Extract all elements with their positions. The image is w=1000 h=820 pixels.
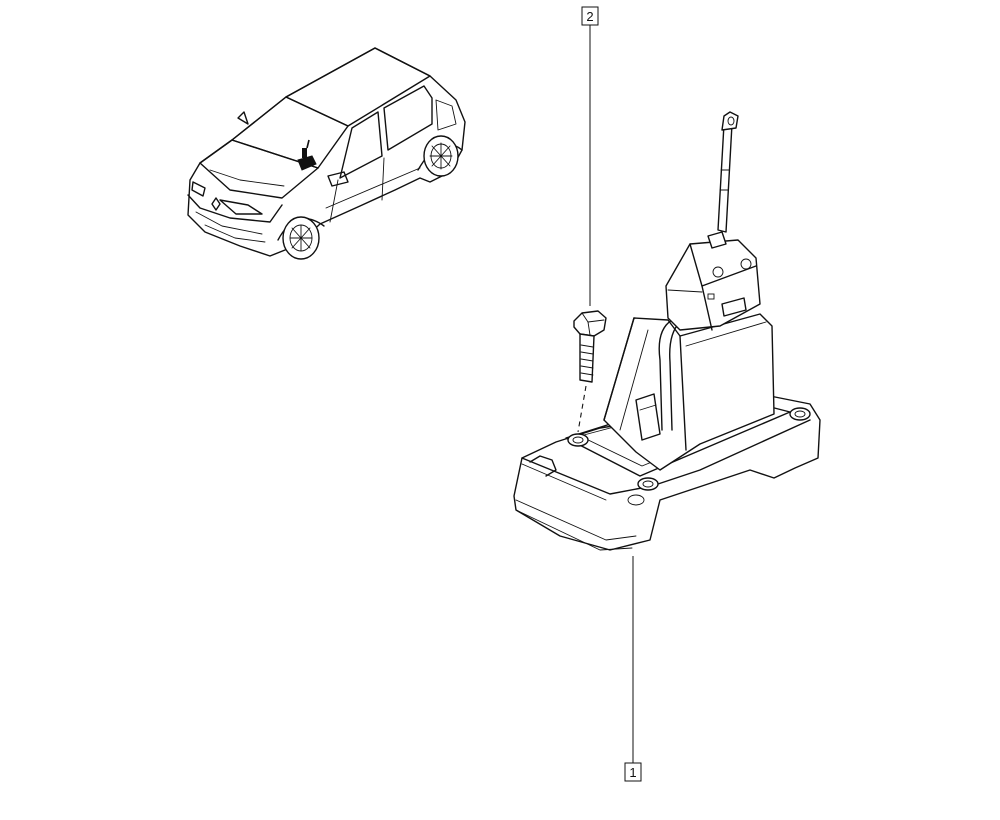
callout-box-2 (581, 6, 599, 26)
bolt-part (573, 310, 607, 433)
gear-lever-assembly-part (513, 111, 821, 551)
callout-box-1 (624, 762, 642, 782)
callout-label-1: 1 (629, 765, 636, 780)
vehicle-illustration (187, 47, 466, 260)
callout-1: 1 (624, 556, 642, 782)
gear-lever-location-marker (297, 139, 317, 171)
callout-label-2: 2 (586, 9, 593, 24)
callout-2: 2 (581, 6, 599, 306)
